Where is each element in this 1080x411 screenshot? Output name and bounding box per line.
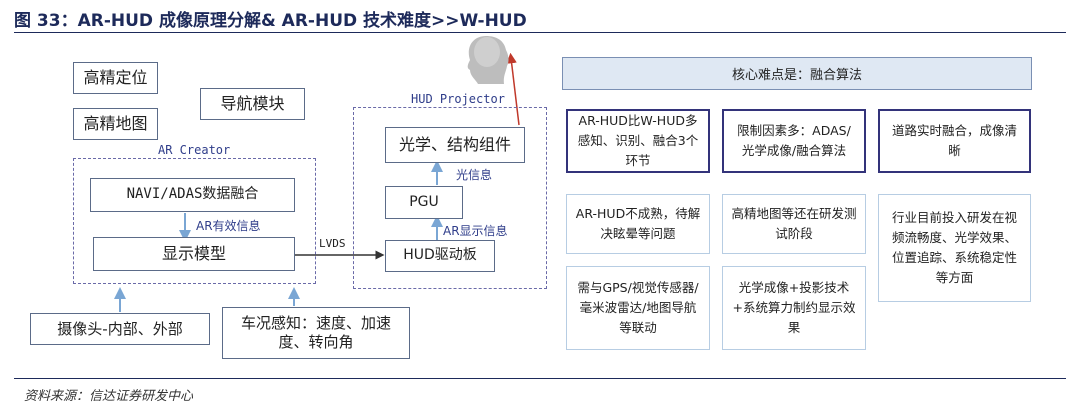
core-difficulty-header: 核心难点是：融合算法 (562, 57, 1032, 90)
navi-fusion-box: NAVI/ADAS数据融合 (90, 178, 295, 212)
source-note: 资料来源：信达证券研发中心 (24, 389, 194, 404)
figure-title: 图 33：AR-HUD 成像原理分解& AR-HUD 技术难度>>W-HUD (14, 11, 527, 31)
optics-component-box: 光学、结构组件 (385, 127, 525, 163)
arrow-to-viewer (506, 52, 520, 126)
light-info-label: 光信息 (456, 168, 493, 182)
hd-map-box: 高精地图 (73, 108, 158, 140)
title-rule (14, 32, 1066, 33)
lvds-label: LVDS (319, 237, 346, 250)
difficulty-card-industry-rd: 行业目前投入研发在视频流畅度、光学效果、位置追踪、系统稳定性等方面 (878, 194, 1031, 302)
ar-effective-info-label: AR有效信息 (196, 219, 261, 233)
ar-creator-label: AR Creator (155, 143, 234, 157)
hd-position-box: 高精定位 (73, 62, 158, 94)
difficulty-card-constraints: 限制因素多：ADAS/光学成像/融合算法 (722, 109, 866, 173)
display-model-box: 显示模型 (93, 237, 295, 271)
person-head-icon (467, 36, 509, 84)
ar-display-info-label: AR显示信息 (443, 224, 508, 238)
pgu-box: PGU (385, 186, 463, 219)
difficulty-card-display-effect: 光学成像+投影技术+系统算力制约显示效果 (722, 266, 866, 350)
camera-box: 摄像头-内部、外部 (30, 313, 210, 345)
nav-module-box: 导航模块 (200, 88, 305, 120)
difficulty-card-hd-map-testing: 高精地图等还在研发测试阶段 (722, 194, 866, 254)
difficulty-card-extra-stages: AR-HUD比W-HUD多感知、识别、融合3个环节 (566, 109, 710, 173)
difficulty-card-linkage: 需与GPS/视觉传感器/毫米波雷达/地图导航等联动 (566, 266, 710, 350)
difficulty-card-immature: AR-HUD不成熟，待解决眩晕等问题 (566, 194, 710, 254)
hud-driver-board-box: HUD驱动板 (385, 240, 495, 272)
difficulty-card-realtime-fusion: 道路实时融合，成像清晰 (878, 109, 1031, 173)
footer-rule (14, 378, 1066, 379)
hud-projector-group (353, 107, 547, 289)
hud-projector-label: HUD Projector (408, 92, 508, 106)
ar-creator-group (73, 158, 316, 284)
vehicle-sensing-box: 车况感知：速度、加速度、转向角 (222, 307, 410, 359)
